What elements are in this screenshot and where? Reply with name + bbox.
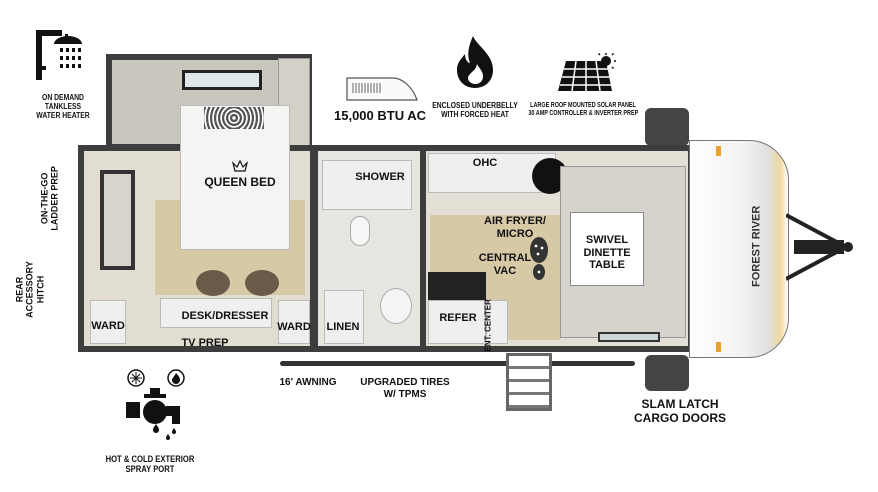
line: ON DEMAND	[42, 93, 84, 102]
nightstand-right	[245, 270, 279, 296]
entry-steps	[506, 353, 552, 411]
line: 30 AMP CONTROLLER & INVERTER PREP	[528, 110, 639, 118]
counter	[428, 272, 486, 300]
light-bottom	[716, 342, 721, 352]
brand-logo: FOREST RIVER	[750, 205, 763, 287]
line: CARGO DOORS	[633, 410, 726, 425]
spray-port-icon	[126, 369, 185, 440]
dinette-label: SWIVEL DINETTE TABLE	[572, 234, 642, 272]
ward-right-cabinet	[278, 300, 310, 344]
desk-label: DESK/DRESSER	[181, 310, 269, 322]
ladder-label: ON-THE-GO LADDER PREP	[40, 163, 61, 233]
refer-cabinet	[428, 300, 486, 344]
solar-panel-icon	[558, 53, 616, 92]
queen-bed-label: QUEEN BED	[204, 175, 276, 189]
skylight-glass	[185, 73, 259, 87]
line: W/ TPMS	[383, 388, 427, 400]
toilet	[350, 216, 370, 246]
pillow	[204, 107, 264, 129]
ward-right-label: WARD	[277, 321, 311, 333]
bed	[180, 105, 290, 250]
ward-left-label: WARD	[91, 320, 125, 332]
refer-label: REFER	[439, 312, 477, 324]
dinette-window	[598, 332, 660, 342]
ohc-label: OHC	[472, 157, 498, 169]
underbelly-label: ENCLOSED UNDERBELLY WITH FORCED HEAT	[428, 101, 522, 119]
line: SWIVEL	[585, 234, 629, 246]
line: HITCH	[35, 275, 46, 304]
line: LADDER PREP	[50, 166, 60, 231]
air-fryer-label: AIR FRYER/ MICRO	[460, 215, 570, 240]
ac-unit-icon	[346, 77, 418, 101]
linen-label: LINEN	[326, 321, 360, 333]
line: MICRO	[496, 227, 534, 240]
footprint-icon	[530, 237, 548, 280]
line: VAC	[493, 264, 517, 277]
line: CENTRAL	[478, 252, 532, 264]
line: DINETTE	[583, 246, 631, 259]
line: TABLE	[589, 259, 625, 272]
ward-left-cabinet	[90, 300, 126, 344]
ac-label: 15,000 BTU AC	[334, 108, 426, 123]
light-top	[716, 146, 721, 156]
awning-label: 16' AWNING	[279, 377, 337, 388]
line: ON-THE-GO	[39, 172, 50, 225]
line: SPRAY PORT	[125, 464, 175, 475]
line: UPGRADED TIRES	[360, 377, 450, 388]
line: WATER HEATER	[36, 111, 90, 121]
shower-icon	[36, 30, 82, 80]
rear-window	[100, 170, 135, 270]
sink	[380, 288, 412, 324]
tv-prep-label: TV PREP	[181, 337, 229, 349]
tires-label: UPGRADED TIRES W/ TPMS	[355, 377, 455, 400]
line: ENCLOSED UNDERBELLY	[432, 101, 518, 110]
hitch-tongue	[786, 213, 853, 281]
line: TANKLESS	[44, 102, 82, 112]
line: ACCESSORY	[24, 261, 35, 318]
line: LARGE ROOF MOUNTED SOLAR PANEL	[530, 102, 636, 109]
cargo-label: SLAM LATCH CARGO DOORS	[620, 397, 740, 426]
central-vac-label: CENTRAL VAC	[470, 252, 540, 277]
ent-center-cabinet	[486, 300, 508, 344]
desk-cabinet	[160, 298, 272, 328]
dinette-table	[570, 212, 644, 286]
awning-rail	[280, 361, 635, 366]
linen-cabinet	[324, 290, 364, 344]
skylight	[182, 70, 262, 90]
shower-stall	[322, 160, 412, 210]
line: REAR	[14, 276, 25, 303]
line: SLAM LATCH	[641, 397, 719, 411]
tire-top	[645, 108, 689, 146]
tire-bottom	[645, 355, 689, 391]
hitch-label: REAR ACCESSORY HITCH	[14, 255, 45, 325]
line: HOT & COLD EXTERIOR	[105, 454, 195, 464]
flame-icon	[457, 36, 493, 88]
solar-label: LARGE ROOF MOUNTED SOLAR PANEL 30 AMP CO…	[528, 102, 639, 118]
line: AIR FRYER/	[484, 215, 546, 227]
line: WITH FORCED HEAT	[441, 110, 509, 120]
water-heater-label: ON DEMAND TANKLESS WATER HEATER	[25, 93, 102, 121]
ent-center-label: ENT. CENTER	[483, 299, 493, 352]
shower-label: SHOWER	[355, 171, 405, 183]
nightstand-left	[196, 270, 230, 296]
spray-port-label: HOT & COLD EXTERIOR SPRAY PORT	[103, 454, 197, 475]
crown-icon	[232, 160, 248, 172]
front-cap	[689, 140, 789, 358]
